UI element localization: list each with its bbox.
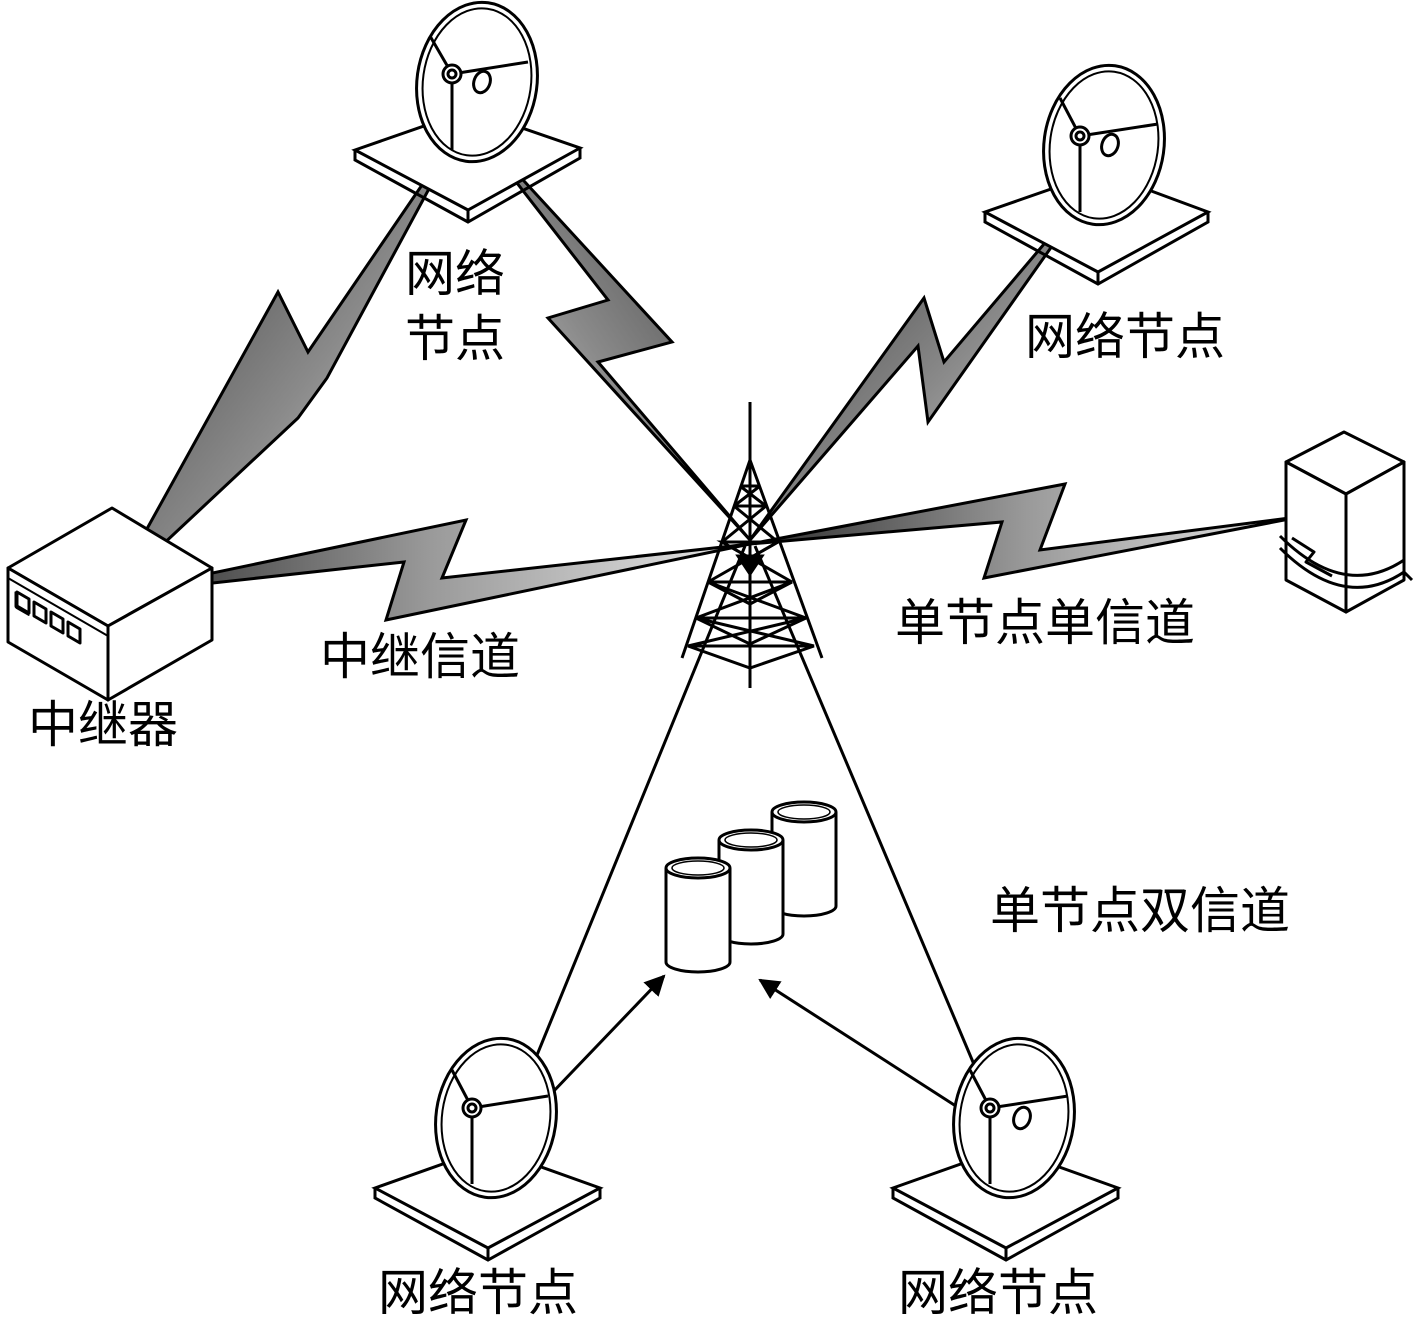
arrow-database-to-node-br (758, 978, 992, 1130)
label-node-top-right: 网络节点 (1025, 308, 1225, 366)
label-single-node-dual-channel: 单节点双信道 (990, 882, 1290, 940)
radio-tower-icon (680, 402, 824, 688)
label-node-top-line2: 节点 (405, 310, 505, 368)
server-rack-icon (1278, 430, 1414, 614)
repeater-device-icon (6, 506, 214, 702)
database-cylinder-icon (664, 856, 732, 974)
satellite-dish-icon (889, 1036, 1122, 1262)
label-single-node-single-channel: 单节点单信道 (895, 594, 1195, 652)
satellite-dish-icon (981, 63, 1212, 286)
label-relay-channel: 中继信道 (320, 628, 520, 686)
bolt-link-tower-to-server (749, 482, 1306, 580)
satellite-dish-icon (371, 1036, 604, 1262)
label-node-bottom-right: 网络节点 (898, 1264, 1098, 1322)
label-node-bottom-left: 网络节点 (378, 1264, 578, 1322)
satellite-dish-icon (351, 0, 584, 224)
label-node-top: 网络 节点 (405, 242, 505, 372)
label-repeater: 中继器 (28, 696, 178, 754)
database-cylinder-icon (717, 828, 785, 946)
label-node-top-line1: 网络 (405, 245, 505, 303)
